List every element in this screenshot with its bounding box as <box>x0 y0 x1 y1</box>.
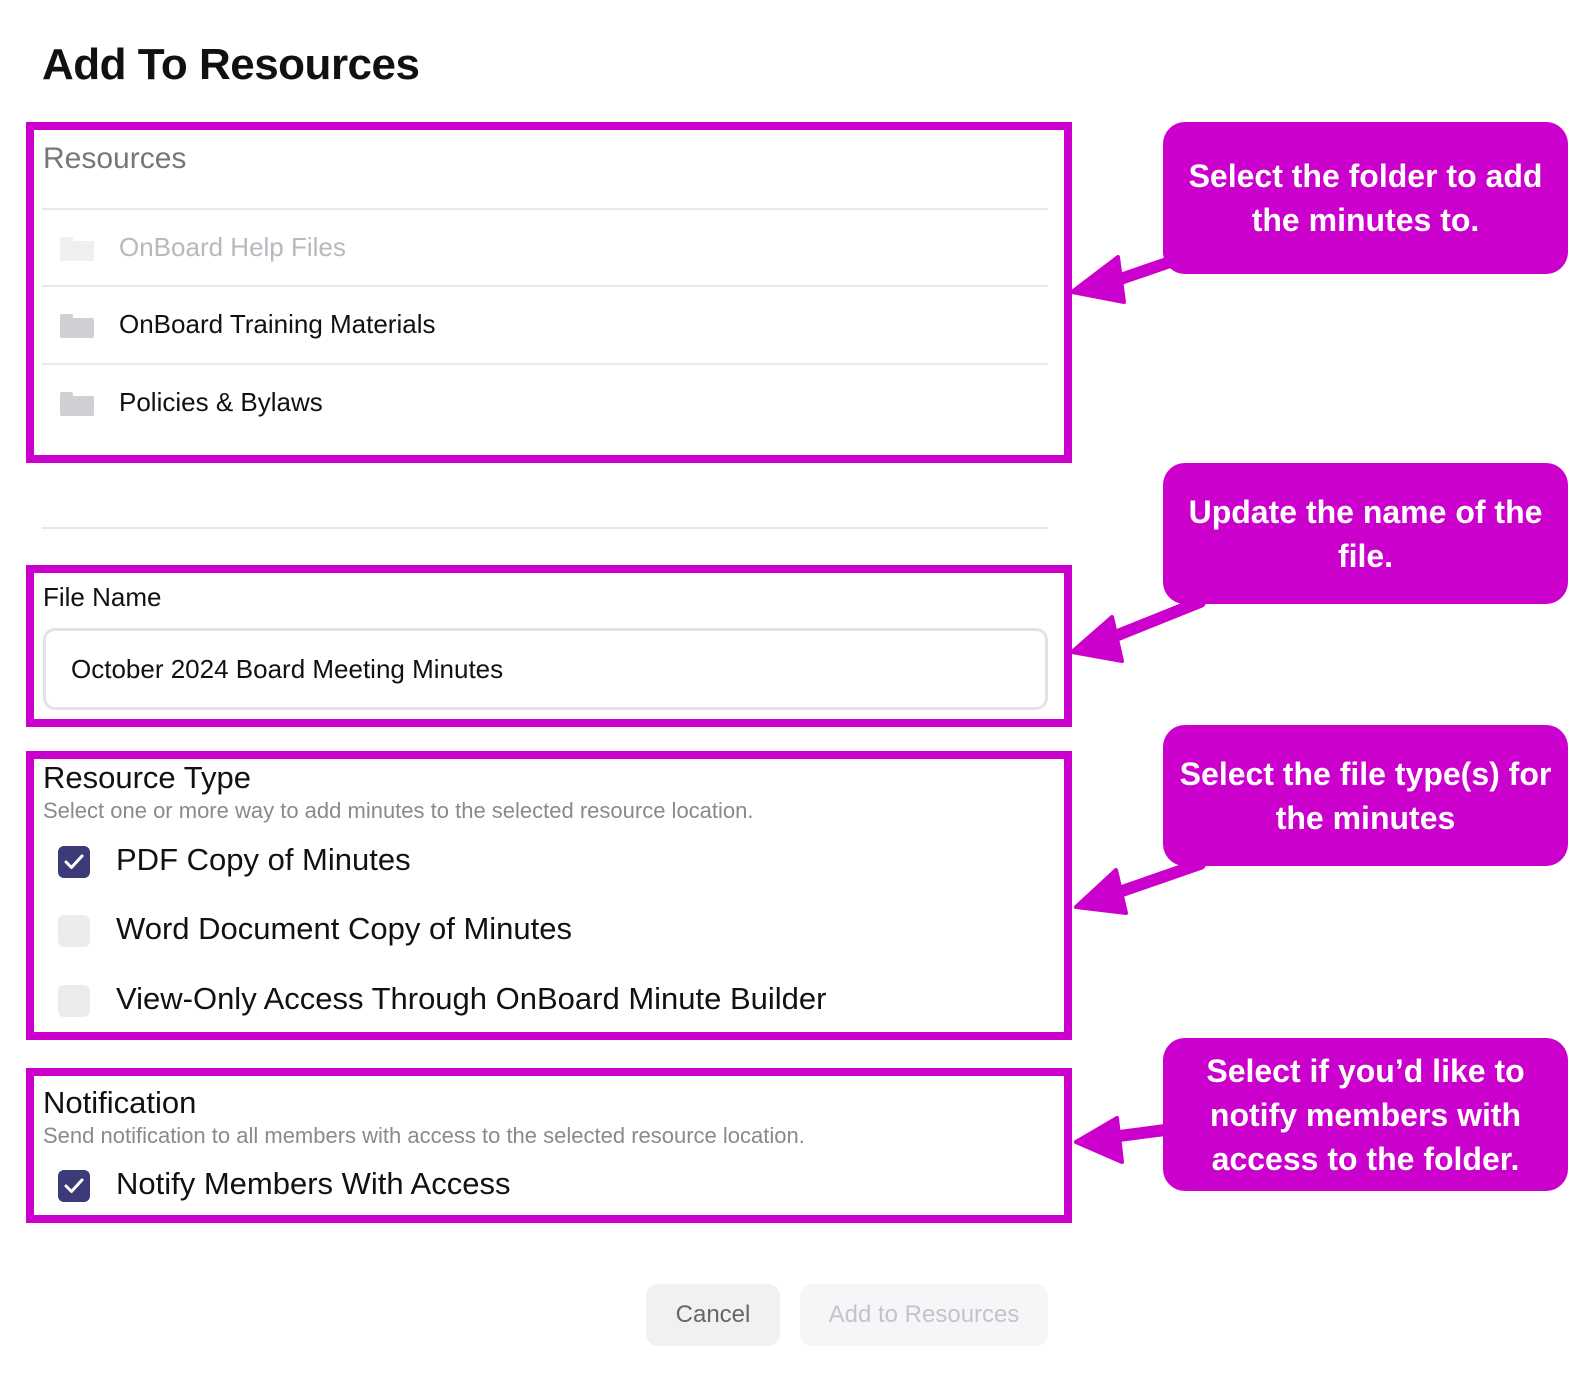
divider <box>42 363 1048 365</box>
resources-label: Resources <box>43 142 187 175</box>
cancel-button[interactable]: Cancel <box>646 1284 780 1346</box>
callout-select-file-type: Select the file type(s) for the minutes <box>1163 725 1568 866</box>
option-label: View-Only Access Through OnBoard Minute … <box>116 981 827 1016</box>
option-label: Notify Members With Access <box>116 1166 511 1201</box>
arrowhead-icon <box>1074 1116 1124 1164</box>
arrowhead-icon <box>1070 615 1124 663</box>
notification-title: Notification <box>43 1085 197 1120</box>
checkbox-unchecked[interactable] <box>58 985 90 1017</box>
resource-type-title: Resource Type <box>43 760 251 795</box>
folder-item-policies-bylaws[interactable]: Policies & Bylaws <box>42 365 1048 441</box>
callout-update-file-name: Update the name of the file. <box>1163 463 1568 604</box>
divider <box>42 285 1048 287</box>
checkbox-checked[interactable] <box>58 846 90 878</box>
highlight-box-resource-type <box>26 751 1072 1040</box>
highlight-box-file-name <box>26 565 1072 727</box>
folder-item-onboard-help-files[interactable]: OnBoard Help Files <box>42 210 1048 286</box>
dialog-title: Add To Resources <box>42 40 420 89</box>
file-name-label: File Name <box>43 582 162 612</box>
file-name-input[interactable] <box>43 628 1048 710</box>
folder-label: Policies & Bylaws <box>119 387 323 417</box>
arrowhead-icon <box>1074 868 1128 915</box>
arrowhead-icon <box>1070 255 1126 304</box>
folder-label: OnBoard Training Materials <box>119 309 436 339</box>
option-label: PDF Copy of Minutes <box>116 842 411 877</box>
highlight-box-notification <box>26 1068 1072 1223</box>
folder-icon <box>60 237 94 261</box>
notification-subtitle: Send notification to all members with ac… <box>43 1123 805 1148</box>
section-divider <box>42 527 1048 529</box>
resource-type-subtitle: Select one or more way to add minutes to… <box>43 798 754 823</box>
callout-notify-members: Select if you’d like to notify members w… <box>1163 1038 1568 1191</box>
callout-select-folder: Select the folder to add the minutes to. <box>1163 122 1568 274</box>
folder-item-onboard-training-materials[interactable]: OnBoard Training Materials <box>42 287 1048 363</box>
checkmark-icon <box>64 854 84 869</box>
divider <box>42 208 1048 210</box>
checkbox-unchecked[interactable] <box>58 915 90 947</box>
folder-icon <box>60 314 94 338</box>
folder-label: OnBoard Help Files <box>119 232 346 262</box>
add-to-resources-button[interactable]: Add to Resources <box>800 1284 1048 1346</box>
folder-icon <box>60 392 94 416</box>
option-label: Word Document Copy of Minutes <box>116 911 573 946</box>
highlight-box-resources <box>26 122 1072 463</box>
checkbox-checked[interactable] <box>58 1170 90 1202</box>
checkmark-icon <box>64 1178 84 1193</box>
